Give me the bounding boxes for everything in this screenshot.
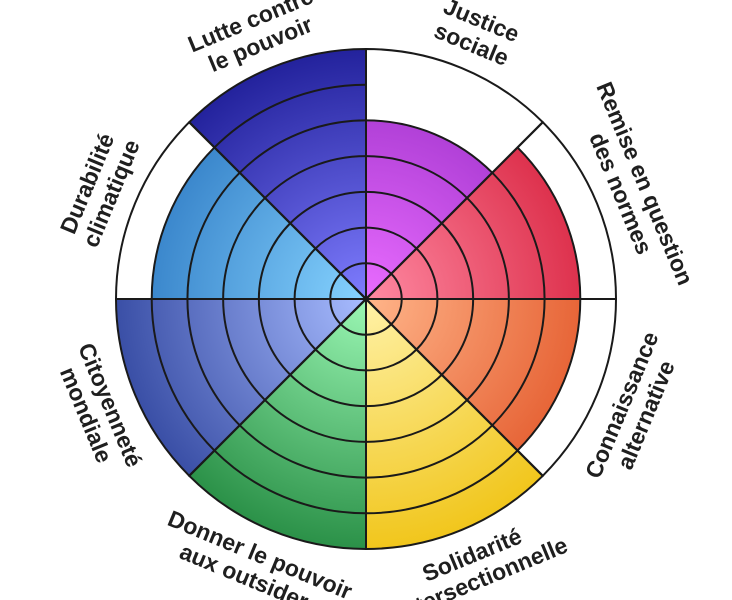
- ring-arc: [289, 374, 367, 408]
- ring-arc: [257, 298, 291, 376]
- ring-arc: [365, 449, 519, 515]
- ring-arc: [415, 247, 439, 300]
- ring-arc: [516, 146, 582, 300]
- wheel-segment: [189, 48, 366, 299]
- wheel-segment: [366, 299, 543, 549]
- wheel-spoke: [188, 121, 367, 300]
- ring-arc: [441, 222, 475, 300]
- ring-arc: [491, 298, 546, 426]
- ring-arc: [239, 119, 367, 174]
- ring-arc: [289, 190, 367, 224]
- ring-arc: [213, 449, 367, 515]
- ring-arc: [314, 348, 367, 372]
- ring-arc: [466, 197, 510, 300]
- wheel-spoke: [188, 298, 367, 477]
- ring-arc: [365, 155, 468, 199]
- ring-arc: [365, 119, 493, 174]
- ring-arc: [441, 298, 475, 376]
- wheel-spokes: [116, 49, 616, 549]
- outer-sectors: [114, 47, 618, 551]
- ring-arc: [329, 273, 342, 300]
- ring-arc: [186, 172, 241, 300]
- ring-arc: [213, 83, 367, 149]
- ring-arc: [415, 298, 439, 351]
- ring-arc: [264, 155, 367, 199]
- outer-sector-outline: [365, 296, 545, 551]
- ring-arc: [365, 226, 418, 250]
- ring-arc: [150, 298, 216, 452]
- wheel-segments: [116, 48, 581, 550]
- outer-sector-outline: [114, 298, 369, 478]
- ring-arc: [150, 146, 216, 300]
- wheel-segment: [189, 299, 366, 550]
- ring-arc: [365, 374, 443, 408]
- wheel-spoke: [365, 121, 544, 300]
- wheel-segment: [366, 299, 581, 451]
- ring-arc: [365, 348, 418, 372]
- outer-sector-outline: [363, 120, 618, 300]
- ring-arc: [329, 298, 342, 325]
- outer-sector-outline: [187, 296, 367, 551]
- wheel-segment: [366, 120, 493, 300]
- ring-arc: [365, 424, 493, 479]
- wheel-segment: [151, 147, 366, 299]
- ring-arc: [365, 399, 468, 443]
- ring-arc: [491, 172, 546, 300]
- outer-sector-outline: [187, 47, 367, 302]
- ring-arc: [186, 298, 241, 426]
- ring-arc: [340, 323, 367, 336]
- wheel-segment: [116, 299, 366, 476]
- ring-arc: [365, 323, 392, 336]
- outer-sector-outline: [363, 298, 618, 478]
- ring-arc: [239, 424, 367, 479]
- ring-arc: [222, 298, 266, 401]
- ring-arc: [466, 298, 510, 401]
- ring-arc: [264, 399, 367, 443]
- ring-arc: [293, 298, 317, 351]
- ring-arc: [365, 190, 443, 224]
- ring-arc: [314, 226, 367, 250]
- wheel-spoke: [365, 298, 544, 477]
- ring-arc: [365, 262, 392, 275]
- ring-arc: [390, 273, 403, 300]
- wheel-segment: [366, 147, 581, 299]
- ring-arc: [516, 298, 582, 452]
- ring-arc: [222, 197, 266, 300]
- ring-arc: [257, 222, 291, 300]
- ring-arc: [390, 298, 403, 325]
- outer-sector-outline: [114, 120, 369, 300]
- outer-sector-outline: [365, 47, 545, 302]
- ring-arc: [293, 247, 317, 300]
- ring-arc: [340, 262, 367, 275]
- wheel-rings: [150, 83, 582, 515]
